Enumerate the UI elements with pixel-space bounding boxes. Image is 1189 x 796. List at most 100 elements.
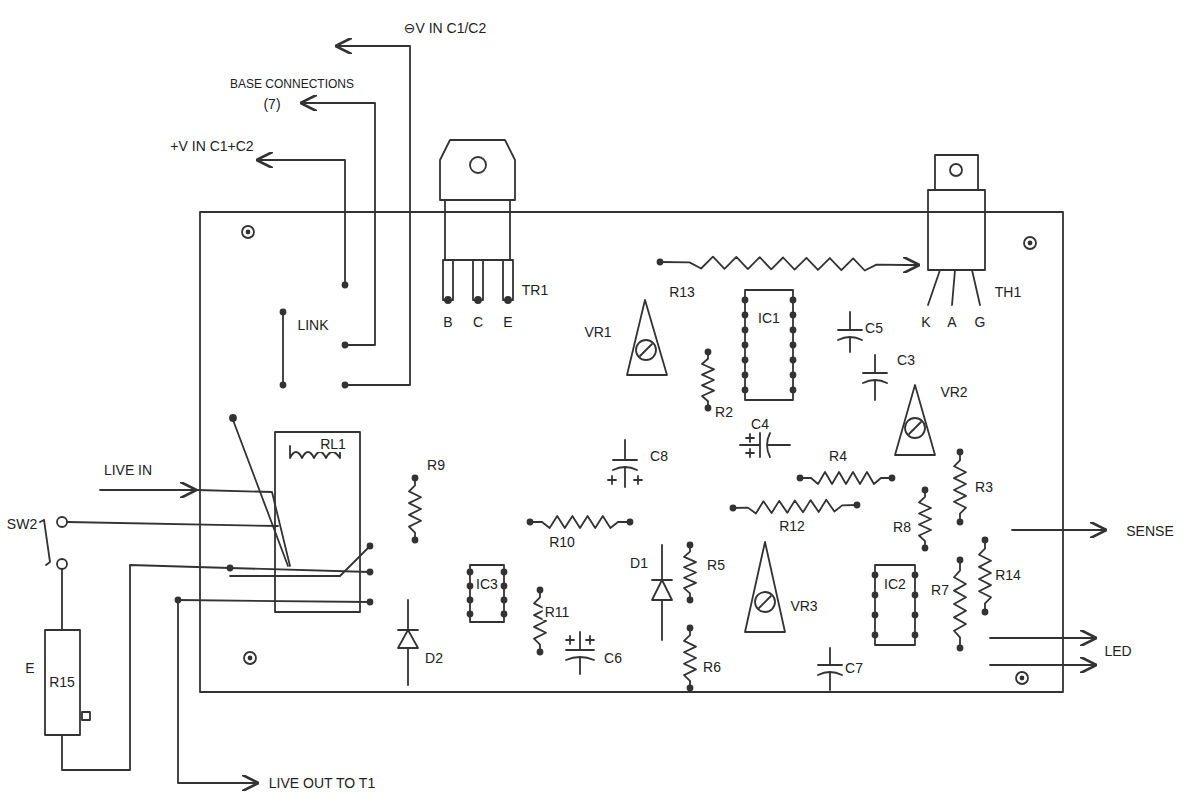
component-label: +V IN C1+C2	[168, 138, 255, 154]
drawing-part	[275, 432, 360, 612]
drawing-part	[743, 328, 748, 333]
drawing-part	[473, 260, 483, 300]
drawing-part	[706, 406, 711, 411]
drawing-part	[1029, 242, 1032, 245]
drawing-part	[913, 633, 918, 638]
drawing-part	[755, 592, 775, 612]
drawing-part	[958, 646, 963, 651]
drawing-part	[983, 538, 988, 543]
drawing-part	[873, 633, 878, 638]
drawing-part	[468, 598, 473, 603]
drawing-part	[791, 298, 796, 303]
drawing-part	[935, 155, 978, 190]
drawing-part	[895, 385, 935, 455]
drawing-part	[100, 489, 195, 491]
component-label: R5	[705, 557, 727, 573]
drawing-part	[1021, 677, 1024, 680]
mounting-hole	[242, 226, 1036, 684]
drawing-part	[979, 540, 991, 612]
component-label: LIVE OUT TO T1	[267, 775, 377, 791]
drawing-part	[258, 160, 345, 285]
drawing-part	[745, 290, 793, 400]
drawing-part	[913, 593, 918, 598]
drawing-part	[538, 650, 543, 655]
component-label: IC3	[474, 576, 500, 592]
component-label: K	[919, 314, 932, 330]
drawing-part	[566, 632, 594, 674]
component-label: C6	[602, 650, 624, 666]
drawing-part	[950, 164, 962, 176]
drawing-part	[660, 257, 906, 271]
component-label: VR2	[938, 384, 969, 400]
drawing-part	[983, 610, 988, 615]
drawing-part	[244, 652, 256, 664]
drawing-part	[178, 600, 257, 783]
component-label: C4	[749, 416, 771, 432]
drawing-part	[688, 626, 693, 631]
drawing-part	[233, 420, 288, 566]
drawing-part	[743, 388, 748, 393]
drawing-part	[502, 598, 507, 603]
drawing-part	[746, 434, 754, 457]
drawing-part	[684, 545, 696, 600]
drawing-part	[958, 520, 963, 525]
component-label: R2	[713, 404, 735, 420]
drawing-part	[505, 297, 511, 303]
switch-symbol	[40, 517, 67, 569]
component-label: LIVE IN	[102, 462, 154, 478]
drawing-part	[800, 472, 892, 484]
trimmer-symbol	[627, 300, 935, 632]
drawing-part	[242, 226, 254, 238]
circuit-board	[200, 212, 1063, 692]
drawing-part	[958, 558, 963, 563]
drawing-part	[282, 312, 284, 385]
drawing-part	[228, 566, 233, 571]
drawing-part	[923, 488, 928, 493]
component-label: C5	[863, 320, 885, 336]
component-label: R3	[973, 479, 995, 495]
drawing-part	[40, 520, 50, 565]
component-label: C	[471, 314, 485, 330]
component-label: E	[23, 660, 36, 676]
drawing-part	[863, 355, 887, 400]
drawing-part	[468, 612, 473, 617]
component-label: VR3	[788, 598, 819, 614]
component-label: R11	[543, 604, 572, 620]
drawing-part	[688, 598, 693, 603]
drawing-part	[791, 343, 796, 348]
component-label: SENSE	[1124, 523, 1175, 539]
component-label: VR1	[582, 324, 613, 340]
component-label: R9	[425, 457, 447, 473]
drawing-part	[640, 344, 652, 356]
drawing-part	[445, 297, 451, 303]
component-label: B	[441, 314, 454, 330]
component-label: D2	[423, 650, 445, 666]
drawing-part	[791, 358, 796, 363]
drawing-part	[475, 297, 481, 303]
fuse-resistor-symbol	[45, 630, 90, 735]
drawing-part	[923, 546, 928, 551]
capacitor-symbol	[566, 312, 887, 690]
drawing-part	[791, 328, 796, 333]
drawing-part	[67, 522, 278, 526]
drawing-part	[733, 500, 857, 514]
drawing-part	[706, 350, 711, 355]
component-label: G	[973, 314, 988, 330]
component-label: R6	[701, 659, 723, 675]
component-label: BASE CONNECTIONS	[228, 77, 356, 91]
drawing-part	[906, 264, 918, 266]
drawing-part	[818, 648, 842, 690]
drawing-part	[413, 538, 418, 543]
drawing-part	[928, 270, 980, 305]
component-label: C7	[843, 660, 865, 676]
component-label: C8	[648, 448, 670, 464]
component-label: D1	[628, 555, 650, 571]
component-label: IC1	[756, 310, 782, 326]
drawing-part	[627, 300, 667, 375]
drawing-part	[990, 637, 1095, 639]
drawing-part	[502, 570, 507, 575]
drawing-part	[468, 584, 473, 589]
drawing-part	[875, 565, 915, 645]
drawing-part	[954, 560, 966, 648]
drawing-part	[409, 478, 421, 540]
